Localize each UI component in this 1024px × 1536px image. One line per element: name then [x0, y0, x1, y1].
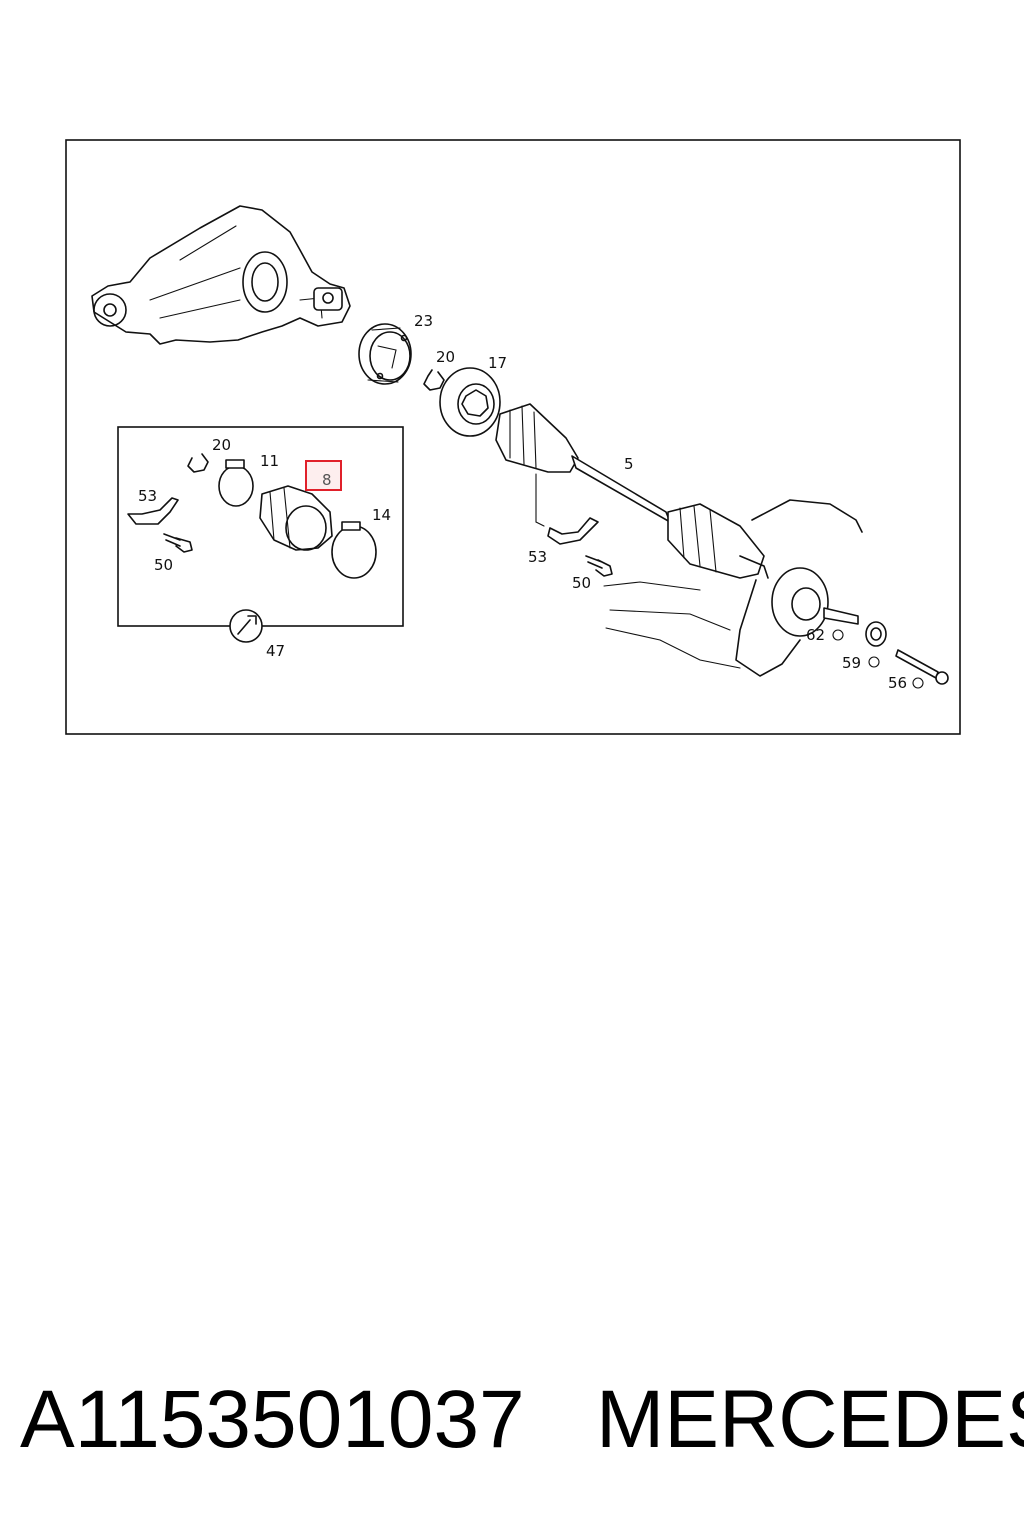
exploded-parts-diagram: 23 20 17 5 53 50 62 59	[65, 139, 961, 735]
nut-part-59	[865, 621, 887, 647]
callout-23: 23	[414, 312, 433, 330]
differential-housing	[91, 205, 351, 345]
bracket-part-53-main	[547, 517, 599, 545]
symbol-56	[912, 677, 924, 689]
bolt-part-50-inset	[163, 533, 193, 553]
diagram-frame	[65, 139, 961, 735]
callout-11: 11	[260, 452, 279, 470]
callout-62: 62	[806, 626, 825, 644]
callout-14: 14	[372, 506, 391, 524]
symbol-62	[832, 629, 844, 641]
axle-shaft-part-5	[495, 403, 769, 579]
callout-5: 5	[624, 455, 634, 473]
circlip-part-20-inset	[187, 453, 209, 473]
flange-part-23	[358, 323, 412, 385]
clamp-part-11	[218, 459, 254, 507]
symbol-59	[868, 656, 880, 668]
bracket-part-53-inset	[127, 497, 179, 525]
callout-50-inset: 50	[154, 556, 173, 574]
bolt-part-50-main	[585, 555, 613, 577]
highlight-box-part-8	[305, 460, 342, 491]
footer: A1153501037 MERCEDES	[0, 1365, 1024, 1475]
cv-boot-part-8	[259, 485, 333, 551]
cv-joint-part-17	[439, 367, 501, 437]
callout-20-main: 20	[436, 348, 455, 366]
circlip-part-20	[423, 369, 445, 391]
bolt-part-56	[895, 649, 949, 685]
callout-59: 59	[842, 654, 861, 672]
callout-8: 8	[322, 471, 332, 489]
part-number: A1153501037	[20, 1374, 525, 1465]
callout-20-inset: 20	[212, 436, 231, 454]
wheel-hub-assembly	[603, 499, 863, 677]
callout-53-main: 53	[528, 548, 547, 566]
callout-50-main: 50	[572, 574, 591, 592]
callout-53-inset: 53	[138, 487, 157, 505]
callout-56: 56	[888, 674, 907, 692]
leader-line-53	[535, 473, 545, 527]
callout-47: 47	[266, 642, 285, 660]
brand-name: MERCEDES	[596, 1374, 1024, 1465]
wrench-icon	[229, 609, 263, 643]
clamp-part-14	[331, 521, 377, 579]
callout-17: 17	[488, 354, 507, 372]
